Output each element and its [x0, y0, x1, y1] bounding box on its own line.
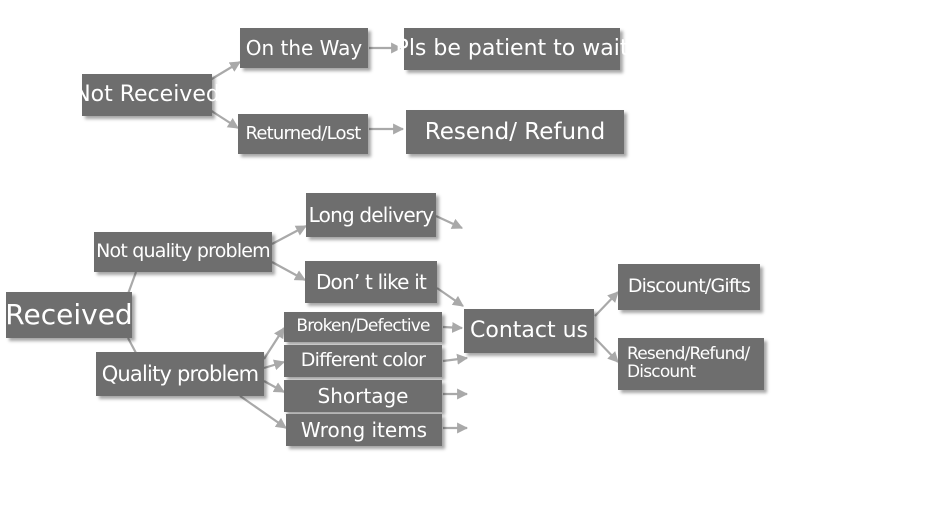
long-delivery-label: Long delivery — [308, 202, 434, 227]
wrong-items-label: Wrong items — [300, 417, 428, 442]
resend-refund-box: Resend/ Refund — [406, 110, 624, 154]
shortage-label: Shortage — [317, 383, 409, 408]
on-the-way-box: On the Way — [240, 28, 368, 68]
received-label: Received — [5, 298, 133, 332]
returned-lost-label: Returned/Lost — [245, 122, 361, 144]
returned-lost-box: Returned/Lost — [238, 114, 368, 154]
quality-problem-label: Quality problem — [101, 361, 259, 386]
pls-wait-box: Pls be patient to wait — [396, 28, 628, 70]
received-box: Received — [5, 292, 133, 338]
line-received-to-quality — [127, 337, 137, 354]
resend-refund-discount-line2: Discount — [627, 362, 696, 382]
arrow-contact-to-resend-discount — [594, 337, 619, 363]
not-quality-problem-box: Not quality problem — [94, 232, 272, 272]
wrong-items-box: Wrong items — [286, 414, 442, 446]
arrow-quality-to-wrong — [239, 395, 287, 429]
arrow-not-quality-to-dont-like — [271, 261, 306, 281]
resend-refund-discount-box: Resend/Refund/ Discount — [618, 338, 764, 390]
discount-gifts-box: Discount/Gifts — [618, 264, 760, 310]
shortage-box: Shortage — [284, 380, 442, 412]
on-the-way-label: On the Way — [245, 35, 363, 60]
arrow-broken-to-contact — [442, 321, 464, 333]
arrow-not-quality-to-long-delivery — [271, 225, 307, 245]
line-received-to-not-quality — [126, 271, 138, 295]
contact-us-label: Contact us — [470, 318, 588, 344]
contact-us-box: Contact us — [464, 309, 594, 353]
discount-gifts-label: Discount/Gifts — [627, 275, 751, 298]
arrow-quality-to-different — [263, 359, 286, 371]
arrow-not-received-to-returned-lost — [209, 109, 239, 129]
arrow-dont-like-to-contact — [436, 287, 464, 307]
quality-problem-box: Quality problem — [96, 352, 264, 396]
dont-like-it-label: Don’ t like it — [315, 269, 427, 294]
arrow-quality-to-broken — [263, 327, 285, 360]
pls-wait-label: Pls be patient to wait — [395, 36, 629, 62]
not-quality-problem-label: Not quality problem — [96, 240, 271, 263]
broken-defective-box: Broken/Defective — [284, 312, 442, 342]
different-color-label: Different color — [300, 349, 426, 372]
arrow-not-received-to-on-the-way — [209, 61, 241, 81]
resend-refund-label: Resend/ Refund — [424, 118, 606, 145]
long-delivery-box: Long delivery — [306, 193, 436, 237]
dont-like-it-box: Don’ t like it — [305, 261, 437, 303]
resend-refund-discount-line1: Resend/Refund/ — [627, 344, 750, 365]
arrow-quality-to-shortage — [263, 380, 285, 393]
not-received-box: Not Received — [74, 74, 220, 116]
arrow-contact-to-discount-gifts — [594, 291, 619, 317]
broken-defective-label: Broken/Defective — [296, 316, 430, 337]
arrow-long-delivery-out — [435, 215, 463, 229]
not-received-label: Not Received — [74, 82, 220, 108]
arrow-different-out — [442, 353, 469, 365]
different-color-box: Different color — [284, 345, 442, 377]
